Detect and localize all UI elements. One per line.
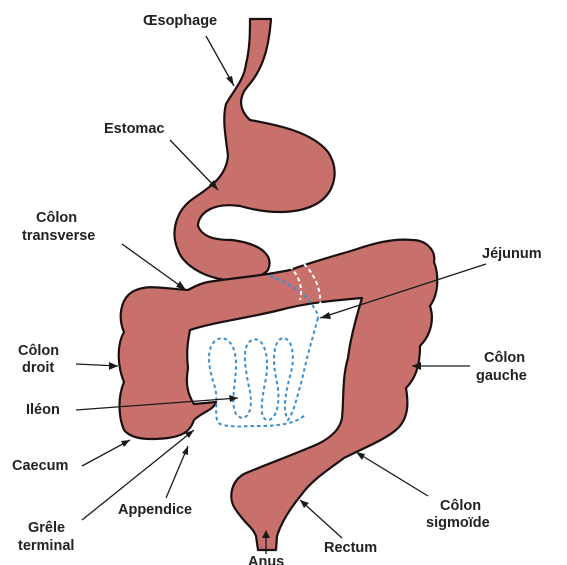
- label-rectum: Rectum: [324, 540, 377, 556]
- label-anus: Anus: [248, 554, 284, 565]
- label-colon-droit-2: droit: [22, 360, 54, 376]
- label-ileon: Iléon: [26, 402, 60, 418]
- label-oesophage: Œsophage: [143, 13, 217, 29]
- label-appendice: Appendice: [118, 502, 192, 518]
- label-colon-gauche-2: gauche: [476, 368, 527, 384]
- label-estomac: Estomac: [104, 121, 164, 137]
- stomach-oesophagus-shape: [175, 19, 335, 280]
- small-intestine-loops: [209, 318, 318, 427]
- label-colon-droit-1: Côlon: [18, 343, 59, 359]
- label-colon-transverse-1: Côlon: [36, 210, 77, 226]
- label-colon-gauche-1: Côlon: [484, 350, 525, 366]
- label-caecum: Caecum: [12, 458, 68, 474]
- label-colon-sigmoide-1: Côlon: [440, 498, 481, 514]
- label-grele-terminal-1: Grêle: [28, 520, 65, 536]
- label-grele-terminal-2: terminal: [18, 538, 74, 554]
- label-colon-transverse-2: transverse: [22, 228, 95, 244]
- label-jejunum: Jéjunum: [482, 246, 542, 262]
- label-colon-sigmoide-2: sigmoïde: [426, 515, 490, 531]
